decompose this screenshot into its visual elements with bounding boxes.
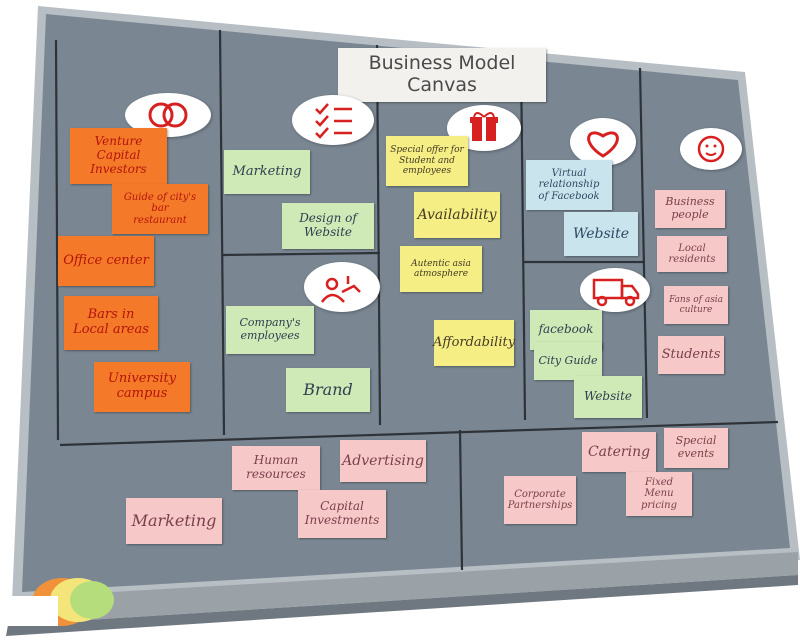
card-catering: Catering <box>582 432 656 472</box>
board-tray <box>8 552 798 625</box>
card-affordability: Affordability <box>433 320 515 366</box>
card-human-resources: Human resources <box>232 446 320 490</box>
heart-icon <box>570 118 636 166</box>
card-marketing-activity: Marketing <box>224 150 310 194</box>
tray-disc-green <box>70 581 114 619</box>
card-office-center: Office center <box>58 236 154 286</box>
card-company-employees: Company's employees <box>226 306 314 354</box>
card-city-guide-channel: City Guide <box>534 342 602 380</box>
board-title: Business Model Canvas <box>338 48 546 102</box>
card-business-people: Business people <box>655 190 725 228</box>
checklist-icon <box>292 95 374 145</box>
card-special-events: Special events <box>664 428 728 468</box>
card-fans-asia: Fans of asia culture <box>664 286 728 324</box>
card-corporate-partnerships: Corporate Partnerships <box>504 476 576 524</box>
card-advertising: Advertising <box>340 440 426 482</box>
card-autentic-asia: Autentic asia atmosphere <box>400 246 482 292</box>
card-university: University campus <box>94 362 190 412</box>
card-capital-investments: Capital Investments <box>298 490 386 538</box>
gift-icon <box>447 105 521 151</box>
card-design-website: Design of Website <box>282 203 374 249</box>
card-brand: Brand <box>286 368 370 412</box>
card-bars-local: Bars in Local areas <box>64 296 158 350</box>
card-marketing-cost: Marketing <box>126 498 222 544</box>
face-icon <box>680 128 742 170</box>
card-website-relationship: Website <box>564 212 638 256</box>
card-students: Students <box>658 336 724 374</box>
worker-icon <box>304 262 380 312</box>
card-special-offer: Special offer for Student and employees <box>386 136 468 186</box>
panel-seams <box>54 29 779 571</box>
truck-icon <box>580 268 650 312</box>
card-city-guide: Guide of city's bar restaurant <box>112 184 208 234</box>
card-virtual-relationship: Virtual relationship of Facebook <box>526 160 612 210</box>
card-venture-capital: Venture Capital Investors <box>70 128 167 184</box>
card-fixed-menu: Fixed Menu pricing <box>626 472 692 516</box>
card-website-channel: Website <box>574 376 642 418</box>
card-local-residents: Local residents <box>657 236 727 272</box>
card-availability: Availability <box>414 192 500 238</box>
